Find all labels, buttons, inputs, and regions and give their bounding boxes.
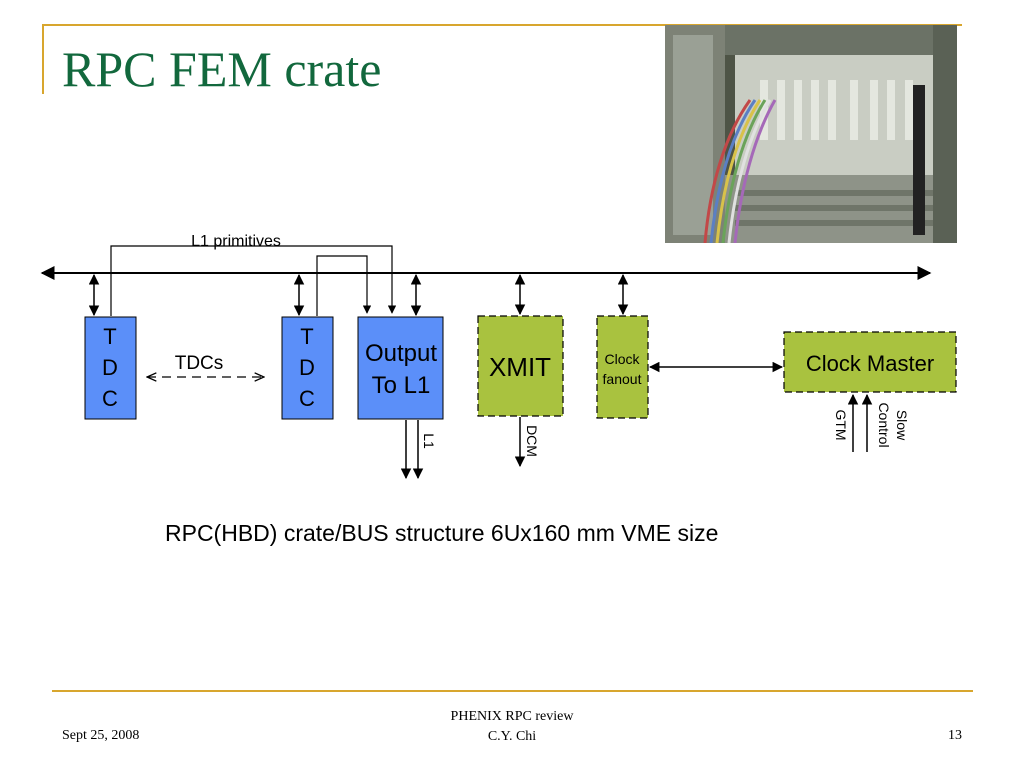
output-to-l1-box xyxy=(357,316,444,420)
l1-primitives-label: L1 primitives xyxy=(191,233,281,250)
diagram-caption: RPC(HBD) crate/BUS structure 6Ux160 mm V… xyxy=(165,520,719,546)
tdc-2-letter-t: T xyxy=(300,324,313,349)
dcm-label: DCM xyxy=(524,425,540,457)
output-label-line-1: Output xyxy=(365,340,437,367)
slow-control-line-2: Control xyxy=(876,402,892,447)
xmit-label: XMIT xyxy=(489,352,551,382)
output-label-line-2: To L1 xyxy=(372,372,431,399)
footer-date: Sept 25, 2008 xyxy=(62,728,140,743)
tdc-box-2 xyxy=(281,316,334,420)
footer-center: PHENIX RPC review C.Y. Chi xyxy=(412,707,612,747)
clock-master-label: Clock Master xyxy=(806,351,934,376)
tdc-1-letter-t: T xyxy=(103,324,116,349)
clock-fanout-line-2: fanout xyxy=(603,371,642,387)
footer-page-number: 13 xyxy=(948,728,962,743)
xmit-box xyxy=(477,315,564,417)
l1-output-label: L1 xyxy=(421,433,437,449)
tdc-2-letter-d: D xyxy=(299,355,315,380)
clock-fanout-line-1: Clock xyxy=(604,351,640,367)
l1-primitives-path-outer xyxy=(110,245,397,316)
footer-center-line-1: PHENIX RPC review xyxy=(450,709,574,724)
crate-photo xyxy=(665,25,957,243)
clock-master-box xyxy=(783,331,957,393)
title-frame-top-rule xyxy=(42,24,962,26)
slow-control-line-1: Slow xyxy=(894,410,910,441)
tdc-1-letter-c: C xyxy=(102,386,118,411)
gtm-label: GTM xyxy=(833,409,849,440)
l1-primitives-path-inner xyxy=(316,255,372,316)
footer-rule xyxy=(52,690,973,692)
title-frame-left-rule xyxy=(42,24,44,94)
clock-fanout-box xyxy=(596,315,649,419)
tdc-2-letter-c: C xyxy=(299,386,315,411)
tdc-box-1 xyxy=(84,316,137,420)
footer-center-line-2: C.Y. Chi xyxy=(487,729,537,744)
slide-title: RPC FEM crate xyxy=(62,41,382,97)
tdc-1-letter-d: D xyxy=(102,355,118,380)
tdcs-label: TDCs xyxy=(175,353,224,374)
